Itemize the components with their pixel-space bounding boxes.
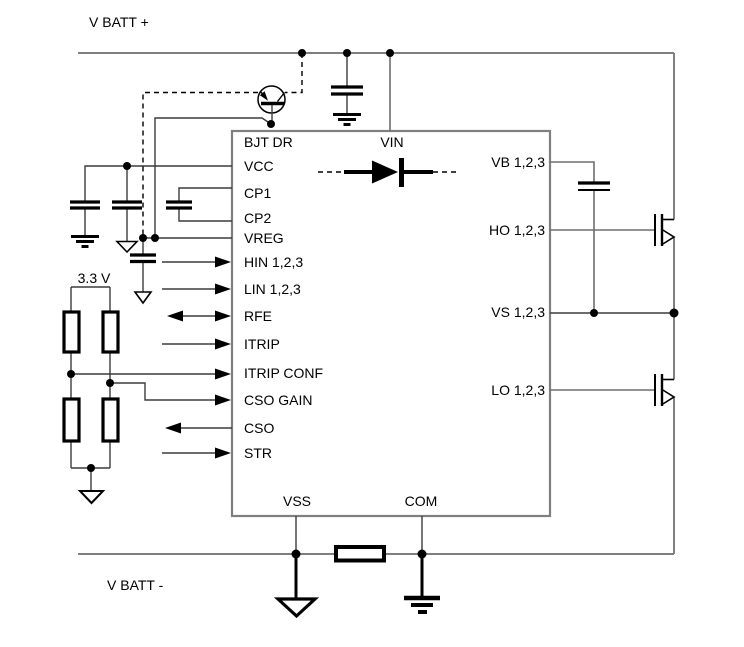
junction-dots (67, 49, 679, 559)
low-side-mosfet-icon (654, 374, 676, 406)
pin-label-rfe: RFE (244, 308, 272, 324)
pin-label-cp2: CP2 (244, 210, 272, 226)
pin-label-itrip: ITRIP (244, 336, 280, 352)
supply-3v3-label: 3.3 V (77, 270, 111, 286)
shunt-resistor-icon (334, 545, 386, 563)
dashed-wires (142, 53, 457, 238)
pin-label-lo: LO 1,2,3 (491, 382, 545, 398)
pin-label-vs: VS 1,2,3 (491, 304, 545, 320)
pin-label-vb: VB 1,2,3 (491, 154, 545, 170)
ic-body (230, 129, 552, 518)
signal-ground-icons (77, 240, 320, 619)
pin-label-vcc: VCC (244, 158, 274, 174)
pin-label-cso-gain: CSO GAIN (244, 392, 313, 408)
external-bjt (257, 85, 286, 124)
vbatt-plus-label: V BATT + (89, 14, 149, 30)
resistor-icons (62, 310, 386, 563)
bjt-emitter-arrow-icon (259, 91, 268, 101)
pin-label-vin: VIN (380, 134, 404, 150)
pin-label-cso: CSO (244, 420, 275, 436)
pin-label-vreg: VREG (244, 230, 284, 246)
ground-drop-wires (294, 554, 424, 599)
signal-wires (70, 53, 674, 554)
pin-label-str: STR (244, 445, 272, 461)
pin-arrowheads (165, 256, 231, 459)
gray-pin-wires (389, 53, 655, 391)
pin-label-itrip-conf: ITRIP CONF (244, 365, 324, 381)
pin-label-hin: HIN 1,2,3 (244, 254, 304, 270)
vbatt-minus-label: V BATT - (107, 577, 164, 593)
pin-label-ho: HO 1,2,3 (488, 222, 545, 238)
pin-label-cp1: CP1 (244, 185, 272, 201)
bootstrap-diode-icon (344, 158, 433, 187)
pin-label-bjt-dr: BJT DR (244, 134, 293, 150)
pin-label-com: COM (404, 493, 438, 509)
power-bus-wires (78, 52, 675, 555)
pin-label-lin: LIN 1,2,3 (244, 281, 301, 297)
pin-label-vss: VSS (282, 493, 312, 509)
capacitor-icons (70, 85, 610, 264)
high-side-mosfet-icon (654, 214, 676, 246)
earth-ground-icons (71, 113, 440, 614)
